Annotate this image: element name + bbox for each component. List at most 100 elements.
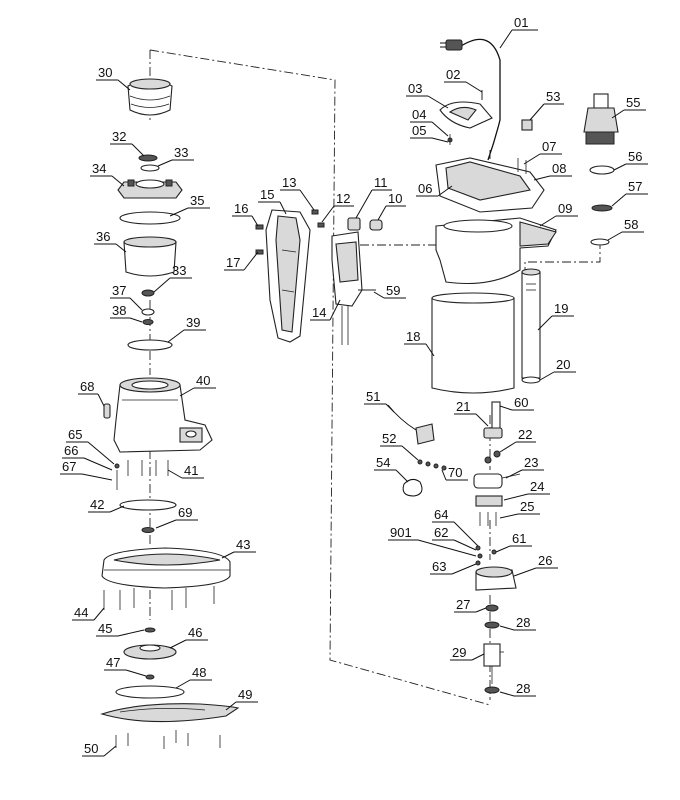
callout-57: 57: [611, 179, 648, 207]
callout-12: 12: [321, 191, 354, 223]
label-43: 43: [236, 537, 250, 552]
callout-27: 27: [454, 597, 487, 613]
part-35-oring: [119, 211, 181, 225]
callout-25: 25: [499, 499, 540, 519]
part-37-washer: [141, 308, 155, 316]
callout-34: 34: [90, 161, 125, 187]
label-37: 37: [112, 283, 126, 298]
callout-05: 05: [410, 123, 449, 143]
label-62: 62: [434, 525, 448, 540]
part-16-pin: [255, 224, 264, 230]
label-48: 48: [192, 665, 206, 680]
part-23-capacitor: [473, 473, 521, 489]
part-09-upper-housing: [435, 217, 557, 285]
part-53-clip: [521, 119, 533, 131]
callout-47: 47: [104, 655, 147, 677]
part-25-screws: [479, 512, 497, 526]
label-42: 42: [90, 497, 104, 512]
callout-33-upper: 33: [157, 145, 194, 167]
part-55-hose-connector: [583, 93, 619, 145]
part-56-washer: [589, 165, 615, 175]
part-14-switch-box: [331, 231, 363, 345]
part-43-pump-cover: [101, 547, 231, 589]
label-50: 50: [84, 741, 98, 756]
callout-43: 43: [221, 537, 256, 559]
callout-60: 60: [499, 395, 534, 411]
callout-32: 32: [110, 129, 145, 157]
label-12: 12: [336, 191, 350, 206]
callout-28-lower: 28: [499, 681, 536, 697]
callout-46: 46: [169, 625, 208, 649]
callout-02: 02: [444, 67, 483, 93]
label-53: 53: [546, 89, 560, 104]
part-20-ring: [521, 376, 541, 384]
label-57: 57: [628, 179, 642, 194]
part-41-screws: [127, 460, 169, 476]
label-02: 02: [446, 67, 460, 82]
label-36: 36: [96, 229, 110, 244]
label-40: 40: [196, 373, 210, 388]
callout-45: 45: [96, 621, 145, 637]
label-69: 69: [178, 505, 192, 520]
part-51-float-switch-cable: [387, 404, 435, 445]
part-47-nut: [145, 674, 155, 680]
label-66: 66: [64, 443, 78, 458]
part-68-plug: [103, 403, 111, 419]
callout-13: 13: [280, 175, 315, 211]
part-39-seal: [127, 339, 173, 351]
callout-63: 63: [430, 559, 477, 575]
callout-62: 62: [432, 525, 477, 551]
part-28-bearing-lower: [484, 686, 500, 694]
callout-08: 08: [533, 161, 572, 181]
callout-68: 68: [78, 379, 105, 407]
callout-29: 29: [450, 645, 485, 661]
callout-30: 30: [96, 65, 131, 91]
label-47: 47: [106, 655, 120, 670]
label-26: 26: [538, 553, 552, 568]
callout-40: 40: [179, 373, 216, 397]
callout-41: 41: [167, 463, 204, 479]
label-20: 20: [556, 357, 570, 372]
label-46: 46: [188, 625, 202, 640]
label-54: 54: [376, 455, 390, 470]
callout-44: 44: [72, 605, 105, 621]
label-05: 05: [412, 123, 426, 138]
callout-56: 56: [613, 149, 648, 171]
callout-10: 10: [377, 191, 406, 221]
part-32-washer: [138, 154, 158, 162]
part-34-bearing-holder: [117, 179, 183, 199]
part-57-ring: [591, 204, 613, 212]
callout-36: 36: [94, 229, 127, 253]
label-901: 901: [390, 525, 412, 540]
label-68: 68: [80, 379, 94, 394]
callout-37: 37: [110, 283, 143, 311]
callout-901: 901: [388, 525, 477, 557]
part-29-rotor: [483, 643, 504, 684]
part-03-handle: [439, 101, 493, 129]
label-10: 10: [388, 191, 402, 206]
part-12-pin: [317, 222, 325, 228]
part-44-screws: [103, 586, 215, 610]
label-09: 09: [558, 201, 572, 216]
label-59: 59: [386, 283, 400, 298]
part-36-sleeve: [123, 236, 177, 277]
label-18: 18: [406, 329, 420, 344]
callout-23: 23: [505, 455, 544, 479]
callout-38: 38: [110, 303, 143, 323]
label-41: 41: [184, 463, 198, 478]
part-27-washer: [485, 604, 499, 612]
callout-22: 22: [499, 427, 536, 453]
label-58: 58: [624, 217, 638, 232]
part-06-top-cover: [435, 157, 545, 213]
part-21-60-shaft: [483, 401, 503, 439]
label-35: 35: [190, 193, 204, 208]
callout-labels: 01 02 03 04 05 06 07 08 09 10 11 12 13 1…: [60, 15, 648, 757]
callout-03: 03: [406, 81, 449, 109]
label-55: 55: [626, 95, 640, 110]
callout-49: 49: [225, 687, 258, 711]
label-44: 44: [74, 605, 88, 620]
callout-16: 16: [232, 201, 259, 227]
part-24-holder: [475, 495, 503, 507]
label-04: 04: [412, 107, 426, 122]
